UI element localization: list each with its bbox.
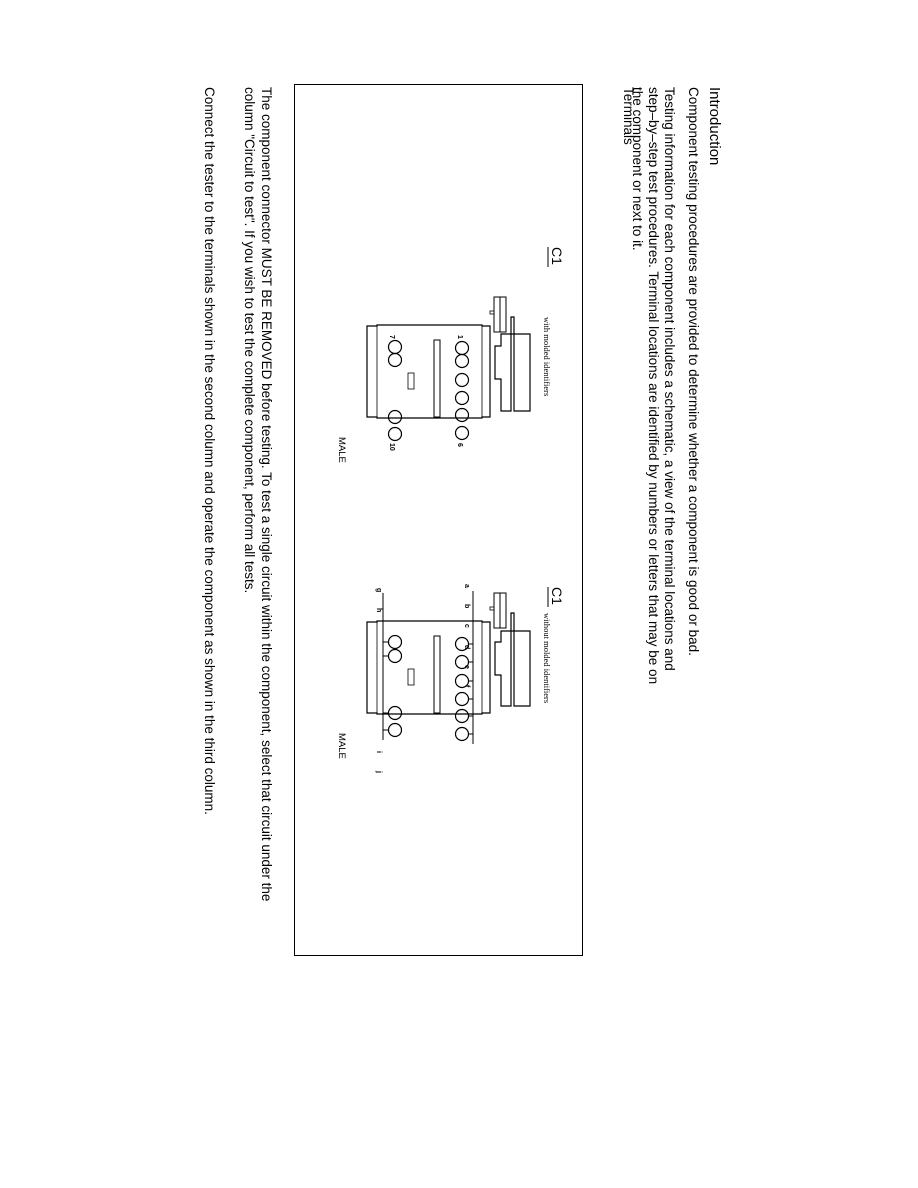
left-connector: C1 with molded identifiers [336,247,565,463]
right-divider-bar [433,635,441,714]
right-pin-g [387,634,403,650]
right-pin-e [454,708,470,724]
left-pin-1 [454,340,470,356]
right-pin-j [387,722,403,738]
left-connector-gender: MALE [336,437,347,463]
right-pin-h [387,648,403,664]
right-key [489,606,495,611]
terminals-heading: Terminals [621,87,636,145]
left-marking-10: 10 [388,443,395,451]
left-pin-8 [387,352,403,368]
right-connector-body [366,620,491,715]
instruction-paragraph-connect: Connect the tester to the terminals show… [202,87,217,815]
left-pin-3 [454,372,470,388]
right-label-c: c [463,624,470,628]
right-label-b: b [463,604,470,608]
connector-diagrams: C1 with molded identifiers [336,247,565,773]
right-connector: C1 without molded identifiers [336,584,565,773]
left-latch-upper [499,296,507,333]
intro-paragraph-2: Testing information for each component i… [630,87,677,685]
left-connector-body [366,324,491,419]
right-pin-a [454,636,470,652]
left-marking-1: 1 [456,335,463,339]
right-pin-i [387,705,403,721]
left-connector-housing [494,316,531,412]
left-marking-6: 6 [456,443,463,447]
right-latch-lower [493,592,501,629]
left-pin-7 [387,339,403,355]
right-connector-title: C1 [549,587,565,605]
right-label-j: j [375,770,382,773]
right-connector-housing [494,612,531,707]
intro-paragraph-1: Component testing procedures are provide… [686,87,701,656]
right-connector-caption: without molded identifiers [542,613,552,703]
left-pin-6 [454,425,470,441]
left-connector-title: C1 [549,247,565,265]
right-label-h: h [375,608,382,612]
introduction-heading: Introduction [706,87,723,166]
left-pin-9 [387,409,403,425]
left-pin-5 [454,407,470,423]
terminal-diagram-box: C1 with molded identifiers [294,84,583,956]
right-pin-c [454,673,470,689]
right-label-a: a [463,584,470,588]
right-polarizing-slot [407,668,415,686]
left-latch-lower [493,296,501,333]
right-latch-upper [499,592,507,629]
left-pin-2 [454,353,470,369]
left-divider-bar [433,339,441,418]
left-pin-4 [454,390,470,406]
right-label-g: g [375,588,382,592]
right-label-e: e [463,665,470,669]
left-connector-caption: with molded identifiers [542,317,552,396]
left-key [489,310,495,315]
right-pin-d [454,691,470,707]
right-pin-b [454,654,470,670]
left-marking-7: 7 [388,335,395,339]
right-pin-f [454,726,470,742]
right-label-f: f [463,685,470,688]
left-pin-10 [387,426,403,442]
instruction-paragraph-remove: The component connector MUST BE REMOVED … [242,87,274,902]
left-polarizing-slot [407,372,415,390]
right-label-i: i [375,751,382,753]
right-label-d: d [463,645,470,649]
right-connector-gender: MALE [336,733,347,759]
